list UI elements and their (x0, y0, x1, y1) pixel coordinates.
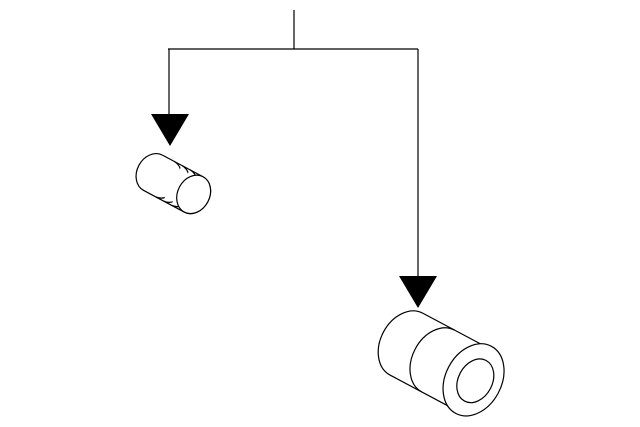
arrowhead-left (151, 114, 189, 146)
large-bushing (377, 310, 505, 417)
small-bushing-end-face (176, 174, 212, 215)
large-bushing-bore (456, 358, 495, 404)
small-bushing (135, 153, 212, 215)
leader-lines (168, 10, 419, 279)
arrowhead-right (399, 276, 437, 308)
large-bushing-seam (409, 327, 455, 393)
